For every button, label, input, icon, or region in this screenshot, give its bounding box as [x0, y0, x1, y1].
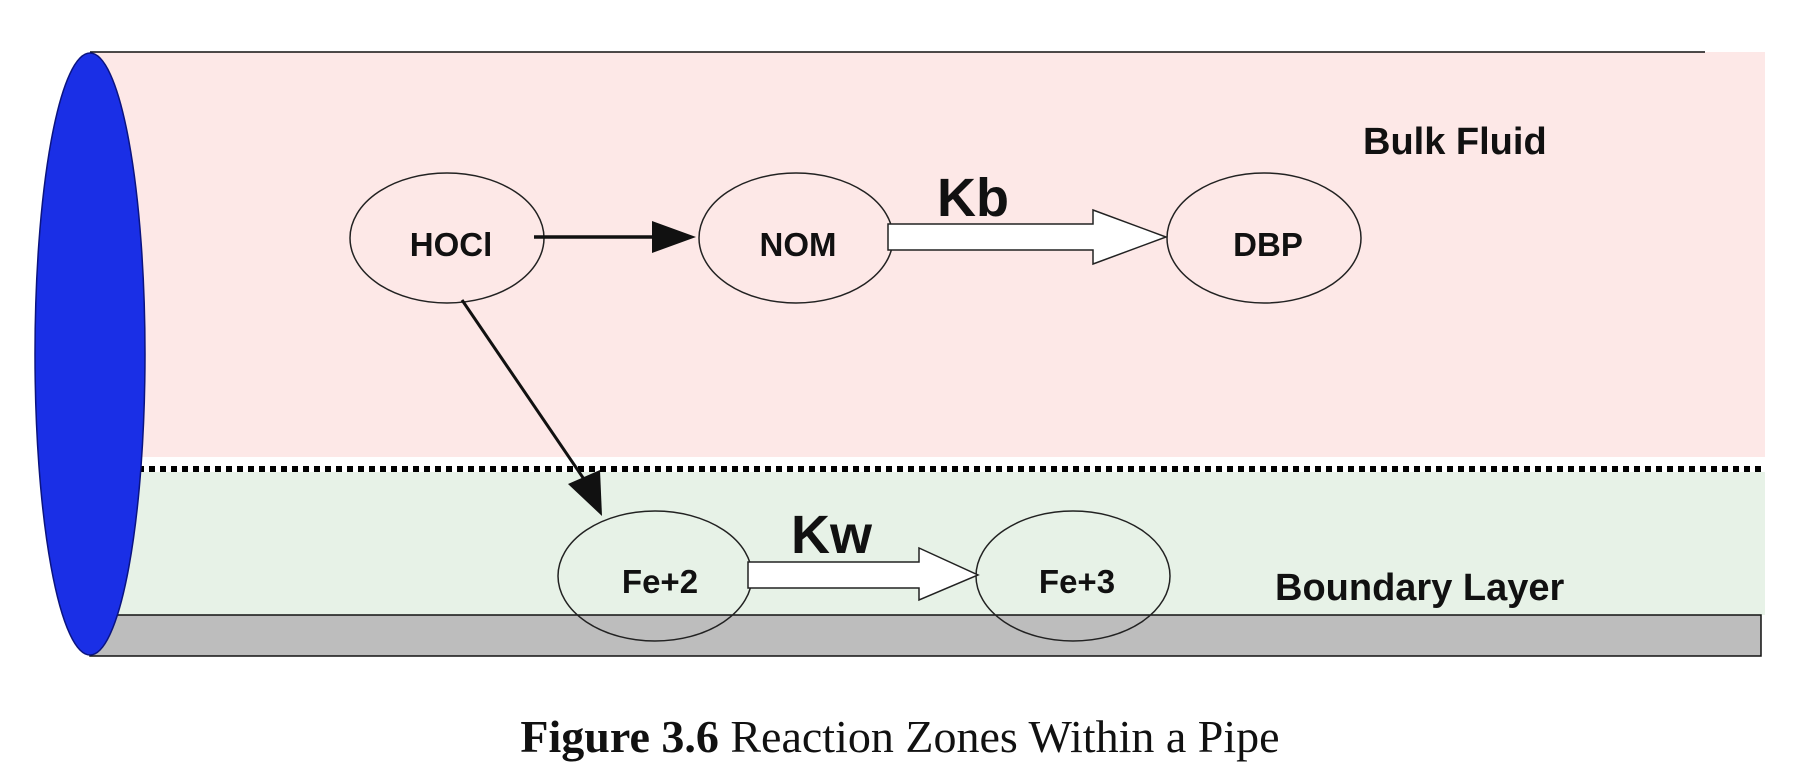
figure-caption-text: Reaction Zones Within a Pipe [730, 711, 1279, 762]
node-fe3-label: Fe+3 [1039, 563, 1115, 600]
node-dbp-label: DBP [1233, 226, 1303, 263]
figure-caption-number: Figure 3.6 [520, 711, 718, 762]
pipe-wall [89, 614, 1762, 657]
node-fe2-label: Fe+2 [622, 563, 698, 600]
pipe-end-ellipse [34, 52, 146, 656]
node-hocl-label: HOCl [410, 226, 493, 263]
rate-kw-label: Kw [791, 505, 873, 565]
rate-kb-label: Kb [937, 168, 1009, 228]
boundary-layer-label: Boundary Layer [1275, 567, 1565, 609]
figure-caption: Figure 3.6 Reaction Zones Within a Pipe [520, 711, 1279, 762]
node-fe2: Fe+2 [557, 510, 753, 642]
node-hocl: HOCl [349, 172, 545, 304]
arrow-hocl-to-nom [534, 221, 696, 253]
bulk-fluid-label: Bulk Fluid [1363, 121, 1547, 163]
node-nom-label: NOM [760, 226, 837, 263]
node-nom: NOM [698, 172, 894, 304]
node-dbp: DBP [1166, 172, 1362, 304]
arrow-nom-to-dbp [887, 208, 1169, 266]
arrow-hocl-to-fe2 [460, 299, 602, 516]
bulk-fluid-zone [90, 52, 1765, 457]
arrow-fe2-to-fe3 [747, 546, 980, 602]
